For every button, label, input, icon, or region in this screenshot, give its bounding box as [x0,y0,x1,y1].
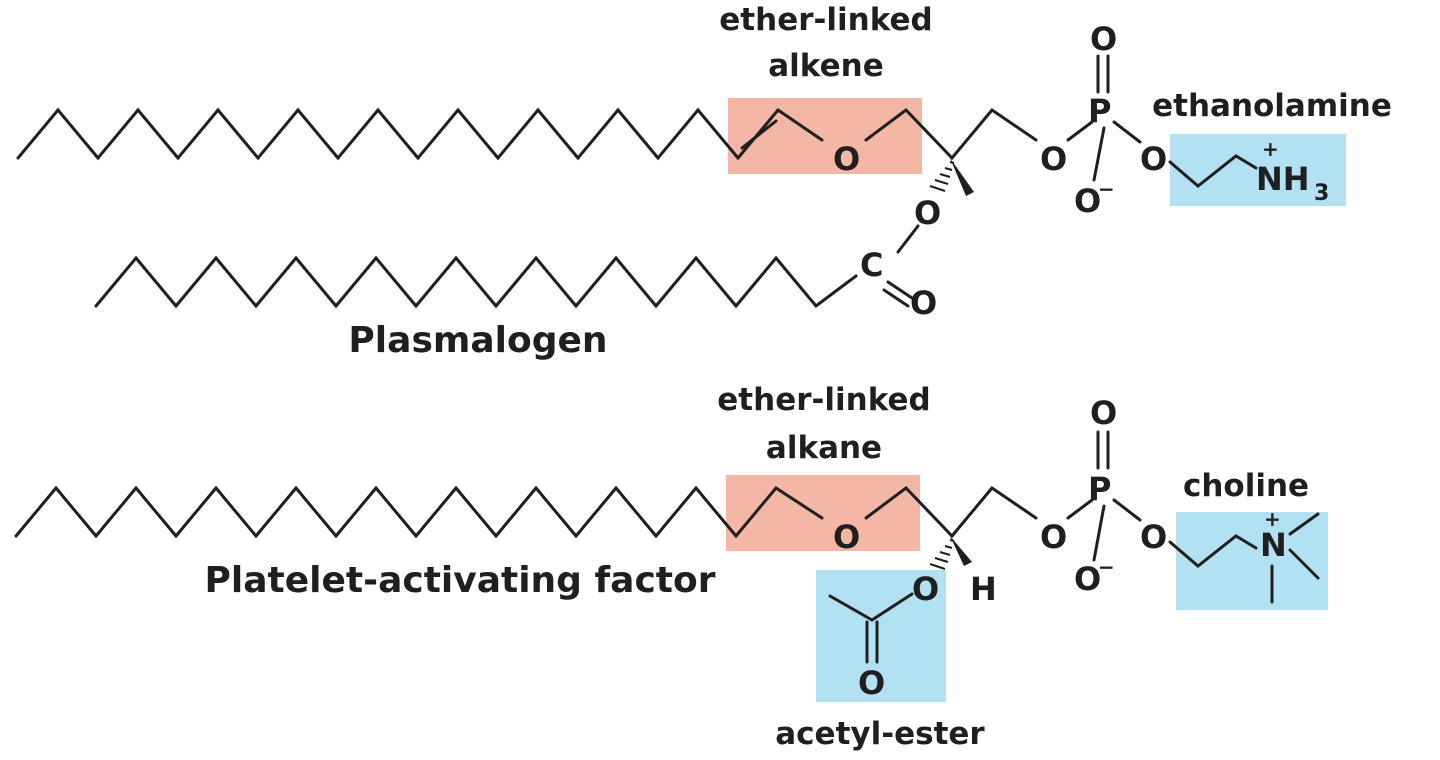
paf-n-methyl-right-up [1288,512,1320,536]
paf-phosphate-oxygen-right: O [1140,518,1167,556]
acetyl-ester-highlight [816,570,946,702]
paf-phosphate-charge: − [1098,555,1115,579]
paf-nitrogen-charge: + [1264,507,1281,531]
plasmalogen-phosphate-oxygen-left: O [1040,140,1067,178]
plasmalogen-amine-subscript: 3 [1314,181,1329,206]
paf-phosphate-oxygen-bottom: O [1074,560,1101,598]
paf-nitrogen: N [1260,526,1287,564]
plasmalogen-ester-oxygen: O [914,194,941,232]
plasmalogen-wedge-bond [950,158,974,196]
plasmalogen-po-bond-down [1092,126,1106,182]
alkene-double-bond [740,119,778,150]
plasmalogen-amine-charge: + [1262,137,1279,161]
plasmalogen-sn1-chain [16,107,824,161]
plasmalogen-phosphate-oxygen-bottom: O [1074,182,1101,220]
plasmalogen-phosphate-oxygen-right: O [1140,140,1167,178]
ethanolamine-highlight [1170,134,1346,206]
paf-acetyl-bonds [828,592,914,622]
plasmalogen-ether-label-line2: alkene [768,48,883,84]
plasmalogen-ether-oxygen: O [833,140,860,178]
paf-n-methyl-right-down [1288,548,1320,580]
paf-acetyl-carbonyl-oxygen: O [858,664,885,702]
plasmalogen-phosphate-charge: − [1098,177,1115,201]
paf-phosphate-oxygen-left: O [1040,518,1067,556]
plasmalogen-carbonyl-bond-2 [882,288,910,308]
paf-choline-bonds [1168,534,1258,568]
plasmalogen-hashed-bond [929,161,955,192]
paf-title: Platelet-activating factor [205,560,716,601]
plasmalogen-op-bond [1066,120,1094,142]
plasmalogen-ester-bonds [896,224,920,254]
paf-wedge-bond [950,536,972,566]
paf-acetyl-label: acetyl-ester [775,716,985,752]
paf-sn1-chain [14,485,824,539]
plasmalogen-glycerol-bonds [864,107,1038,161]
ether-alkene-highlight [728,98,922,174]
ether-alkane-highlight [726,475,920,551]
plasmalogen-carbonyl-carbon: C [860,246,883,284]
plasmalogen-phosphate-oxygen-top: O [1090,20,1117,58]
plasmalogen-sn2-chain [94,255,858,309]
plasmalogen-carbonyl-bond-1 [886,280,914,300]
paf-hashed-bond [929,539,955,570]
paf-po-bond-right [1112,498,1142,522]
plasmalogen-amine: NH [1256,160,1310,198]
paf-ester-oxygen: O [912,570,939,608]
paf-structure: O O H O O P O O O − N + ether-linked alk… [14,382,1328,752]
paf-headgroup-label: choline [1183,468,1309,504]
paf-po-bond-down [1092,504,1106,562]
choline-highlight [1176,512,1328,610]
plasmalogen-structure: O O C O O P O O O − NH 3 + ether-linked … [16,2,1392,361]
paf-ether-oxygen: O [833,518,860,556]
plasmalogen-ethanolamine-bonds [1168,154,1258,188]
plasmalogen-title: Plasmalogen [348,320,607,361]
plasmalogen-ether-label-line1: ether-linked [719,2,932,38]
paf-op-bond [1066,498,1094,520]
paf-ether-label-line2: alkane [766,430,882,466]
plasmalogen-carbonyl-oxygen: O [910,284,937,322]
paf-glycerol-bonds [864,485,1038,539]
paf-hydrogen: H [970,570,997,608]
plasmalogen-phosphorus: P [1088,92,1111,130]
plasmalogen-po-bond-right [1112,120,1142,144]
paf-phosphorus: P [1088,470,1111,508]
paf-ether-label-line1: ether-linked [717,382,930,418]
paf-phosphate-oxygen-top: O [1090,394,1117,432]
plasmalogen-headgroup-label: ethanolamine [1152,88,1392,124]
